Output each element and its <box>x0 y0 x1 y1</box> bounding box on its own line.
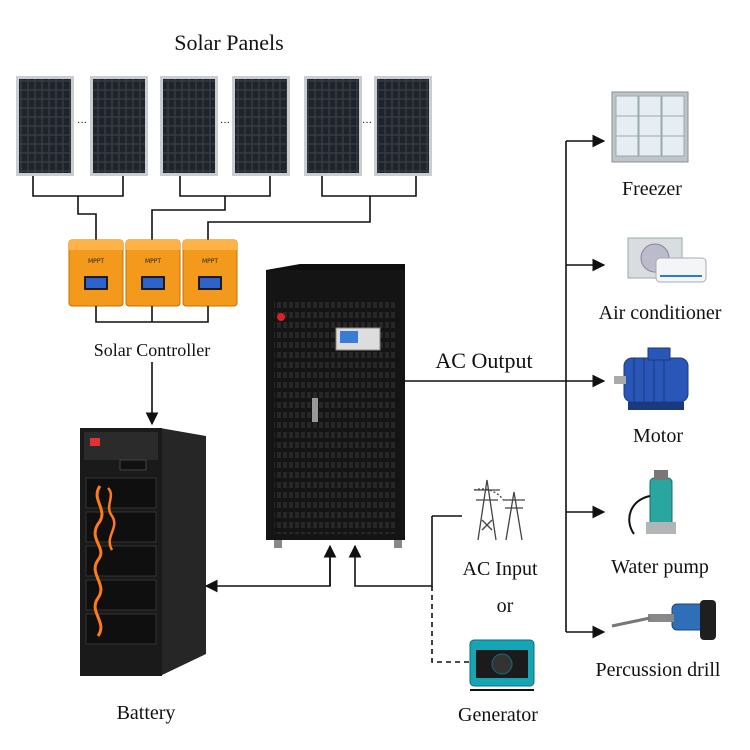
percussion-drill-icon <box>611 600 716 640</box>
solar-controller-unit: MPPT <box>182 239 238 307</box>
water-pump-label: Water pump <box>611 556 709 578</box>
ellipsis-dots: ··· <box>77 118 87 129</box>
freezer-icon <box>611 91 689 163</box>
ellipsis-dots: ··· <box>220 118 230 129</box>
or-label: or <box>497 595 514 617</box>
solar-panel-array: ··· ··· ··· <box>16 76 432 176</box>
battery-label: Battery <box>117 702 176 724</box>
generator-icon <box>469 639 535 691</box>
battery-rack <box>80 428 206 676</box>
solar-panel <box>232 76 290 176</box>
solar-controller-unit: MPPT <box>68 239 124 307</box>
motor-icon <box>614 347 689 410</box>
solar-panel <box>16 76 74 176</box>
air-conditioner-icon <box>627 237 707 283</box>
solar-panel <box>374 76 432 176</box>
percussion-drill-label: Percussion drill <box>596 659 721 681</box>
controller-badge: MPPT <box>145 258 161 265</box>
water-pump-icon <box>628 470 676 535</box>
ac-output-label: AC Output <box>435 348 532 373</box>
generator-label: Generator <box>458 704 538 726</box>
solar-panel <box>160 76 218 176</box>
solar-panels-title: Solar Panels <box>174 30 283 55</box>
ac-output-bus <box>405 134 606 639</box>
air-conditioner-label: Air conditioner <box>599 302 722 324</box>
solar-panel <box>304 76 362 176</box>
ellipsis-dots: ··· <box>362 118 372 129</box>
transmission-tower-icon <box>473 479 525 541</box>
controller-wiring <box>95 306 209 426</box>
ac-input-label: AC Input <box>463 558 538 580</box>
controller-badge: MPPT <box>88 258 104 265</box>
inverter-connections <box>204 515 470 663</box>
controller-badge: MPPT <box>202 258 218 265</box>
solar-controller-unit: MPPT <box>125 239 181 307</box>
motor-label: Motor <box>633 425 683 447</box>
freezer-label: Freezer <box>622 178 682 200</box>
solar-panel <box>90 76 148 176</box>
solar-controller-label: Solar Controller <box>94 340 210 360</box>
panel-wiring <box>32 176 417 240</box>
inverter-cabinet <box>266 264 405 548</box>
